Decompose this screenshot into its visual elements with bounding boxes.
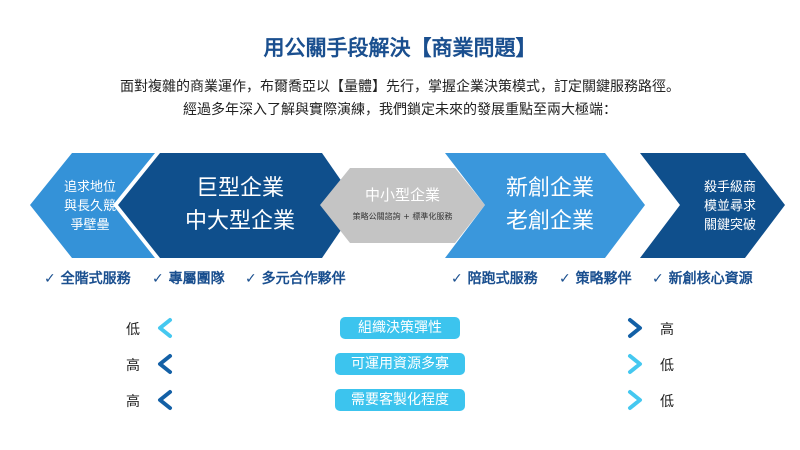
check-item: ✓ 全階式服務 (44, 271, 131, 287)
check-item: ✓ 策略夥伴 (559, 271, 632, 287)
text-line: 關鍵突破 (703, 218, 756, 233)
right-small-text: 殺手級商 模並尋求 關鍵突破 (690, 178, 770, 235)
scale-label: 需要客製化程度 (335, 389, 465, 411)
scale-left-label: 高 (126, 358, 140, 374)
check-item: ✓ 新創核心資源 (652, 271, 753, 287)
text-line: 追求地位 (63, 180, 116, 195)
check-item: ✓ 多元合作夥伴 (245, 271, 346, 287)
text-line: 中大型企業 (184, 209, 295, 234)
middle-note: 策略公關諮詢 + 標準化服務 (352, 212, 453, 221)
chevron-right-small (640, 153, 785, 258)
scale-label: 可運用資源多寡 (335, 353, 465, 375)
chevron-right-big (445, 153, 645, 258)
middle-title: 中小型企業 (364, 186, 440, 204)
text-line: 老創企業 (505, 209, 594, 234)
scale-left-label: 低 (126, 322, 140, 338)
scale-right-label: 高 (660, 322, 674, 338)
text-line: 巨型企業 (195, 176, 284, 201)
scale-left-label: 高 (126, 394, 140, 410)
subtitle-line-2: 經過多年深入了解與實際演練，我們鎖定未來的發展重點至兩大極端： (183, 102, 617, 118)
left-small-text: 追求地位 與長久競 爭壁壘 (50, 178, 130, 235)
scale-right-label: 低 (660, 394, 674, 410)
check-item: ✓ 陪跑式服務 (451, 271, 538, 287)
scale-label: 組織決策彈性 (340, 317, 460, 339)
text-line: 新創企業 (505, 176, 594, 201)
text-line: 殺手級商 (703, 180, 756, 195)
text-line: 爭壁壘 (70, 218, 110, 233)
chevron-left-big (118, 153, 358, 258)
text-line: 模並尋求 (703, 199, 756, 214)
scale-right-label: 低 (660, 358, 674, 374)
chevron-left-small (30, 153, 155, 258)
check-item: ✓ 專屬團隊 (152, 271, 225, 287)
middle-text: 中小型企業 策略公關諮詢 + 標準化服務 (340, 184, 465, 222)
subtitle-line-1: 面對複雜的商業運作，布爾喬亞以【量體】先行，掌握企業決策模式，訂定關鍵服務路徑。 (120, 79, 680, 95)
hexagon-middle (320, 168, 485, 243)
right-big-text: 新創企業 老創企業 (475, 172, 625, 238)
left-big-text: 巨型企業 中大型企業 (150, 172, 330, 238)
page-title: 用公關手段解決【商業問題】 (263, 36, 537, 60)
text-line: 與長久競 (63, 199, 116, 214)
